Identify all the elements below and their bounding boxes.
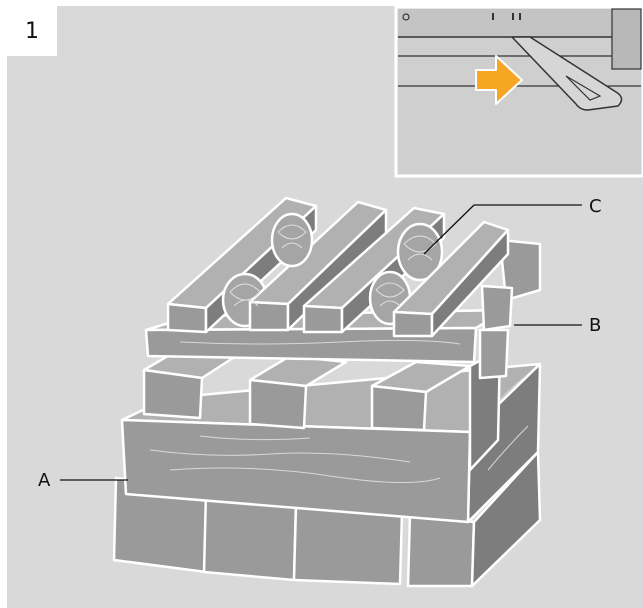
coil [270,212,314,268]
inset-screw [402,13,410,21]
label-b: B [589,315,601,336]
top-runners [166,196,510,338]
label-c: C [589,196,602,217]
plank-a [120,362,542,524]
inset-detail [394,5,643,178]
rear-block [498,238,542,302]
middle-block [370,384,428,432]
bottom-block [406,512,476,588]
callout-lines [60,204,582,481]
arrow-right-icon [475,55,523,105]
plank-a-front [120,418,472,524]
runner-front [392,310,434,338]
runner-front [302,304,344,334]
step-number: 1 [25,18,39,44]
inset-hook-bracket [511,36,623,111]
bottom-blocks [112,450,542,588]
step-number-badge: 1 [7,6,57,56]
middle-block [142,368,204,420]
rear-block [478,328,510,380]
runner-front [166,302,208,334]
bottom-block-side [470,450,542,588]
coil-windings [229,224,437,307]
middle-blocks [142,348,502,472]
runner-side [430,228,510,338]
label-a: A [38,470,51,491]
runner-front [248,300,290,332]
middle-block [248,378,308,430]
rear-blocks [478,238,542,380]
callout-line-c [423,204,475,255]
rear-block [480,284,514,332]
inset-device-edge [611,8,642,70]
bottom-block [292,504,404,586]
